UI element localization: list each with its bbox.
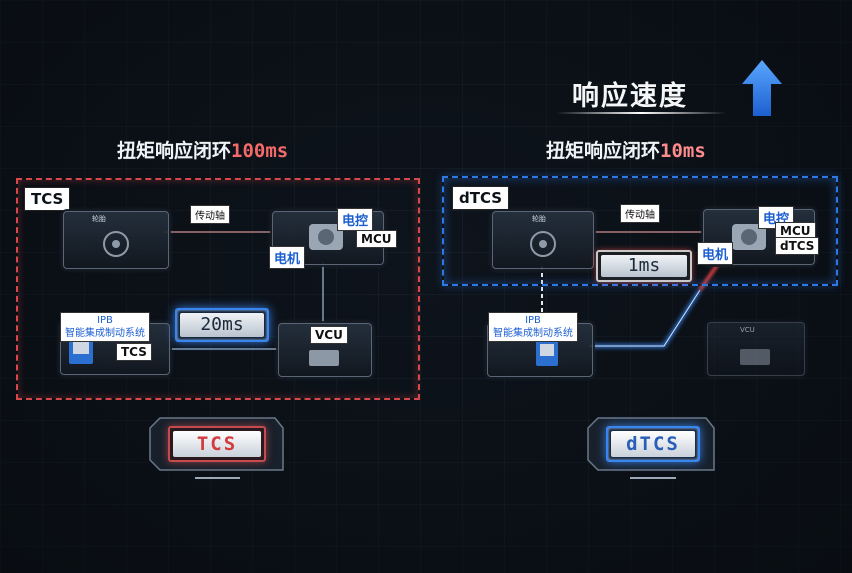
right-heading-value: 10ms	[660, 140, 706, 162]
left-timing-value: 20ms	[180, 313, 264, 337]
right-ipb-tag: IPB 智能集成制动系统	[488, 312, 578, 342]
right-motor-tag: 电机	[697, 242, 734, 265]
wheel-icon	[103, 231, 129, 257]
brake-unit-icon	[69, 338, 93, 364]
left-system-frame	[16, 178, 420, 400]
right-system-frame	[442, 176, 838, 286]
left-frame-label: TCS	[24, 187, 71, 211]
right-heading: 扭矩响应闭环10ms	[546, 136, 706, 163]
left-wheel-module	[63, 211, 169, 269]
right-shaft-tag: 传动轴	[620, 204, 660, 223]
right-wheel-module	[492, 211, 594, 269]
left-shaft-tag: 传动轴	[190, 205, 230, 224]
right-wheel-tag: 轮胎	[532, 215, 546, 223]
left-badge: TCS	[173, 431, 261, 457]
left-heading-value: 100ms	[231, 140, 289, 162]
right-ipb-motor-line	[590, 289, 702, 348]
right-heading-prefix: 扭矩响应闭环	[546, 140, 661, 162]
right-vcu-tag: VCU	[740, 326, 755, 334]
page-title: 响应速度	[572, 81, 688, 112]
left-ipb-tag-line1: IPB	[97, 315, 113, 326]
motor-icon	[732, 224, 766, 250]
left-vcu-tag: VCU	[310, 326, 348, 344]
left-ipb-tag-line2: 智能集成制动系统	[65, 328, 145, 339]
right-vcu-module	[707, 322, 805, 376]
vcu-icon	[309, 350, 339, 366]
left-heading: 扭矩响应闭环100ms	[117, 136, 288, 163]
right-timing-box: 1ms	[596, 250, 692, 282]
motor-icon	[309, 224, 343, 250]
wheel-icon	[530, 231, 556, 257]
right-badge: dTCS	[611, 431, 695, 457]
vcu-icon	[740, 349, 770, 365]
right-timing-value: 1ms	[601, 255, 687, 277]
left-wheel-tag: 轮胎	[92, 215, 106, 223]
right-frame-label: dTCS	[452, 186, 510, 210]
left-heading-prefix: 扭矩响应闭环	[117, 140, 232, 162]
left-motor-control-tag: 电控	[337, 208, 374, 231]
right-ipb-tag-line2: 智能集成制动系统	[493, 328, 573, 339]
left-tcs-tag: TCS	[116, 343, 152, 361]
up-arrow-icon	[742, 60, 782, 116]
right-badge-box: dTCS	[606, 426, 700, 462]
right-ipb-tag-line1: IPB	[525, 315, 541, 326]
right-dtcs-tag: dTCS	[775, 237, 820, 255]
right-mcu-tag: MCU	[775, 222, 816, 240]
brake-unit-icon	[536, 340, 558, 366]
left-motor-tag: 电机	[269, 246, 306, 269]
left-badge-box: TCS	[168, 426, 266, 462]
title-underline	[556, 112, 726, 114]
left-timing-box: 20ms	[175, 308, 269, 342]
left-ipb-tag: IPB 智能集成制动系统	[60, 312, 150, 342]
left-mcu-tag: MCU	[356, 230, 397, 248]
